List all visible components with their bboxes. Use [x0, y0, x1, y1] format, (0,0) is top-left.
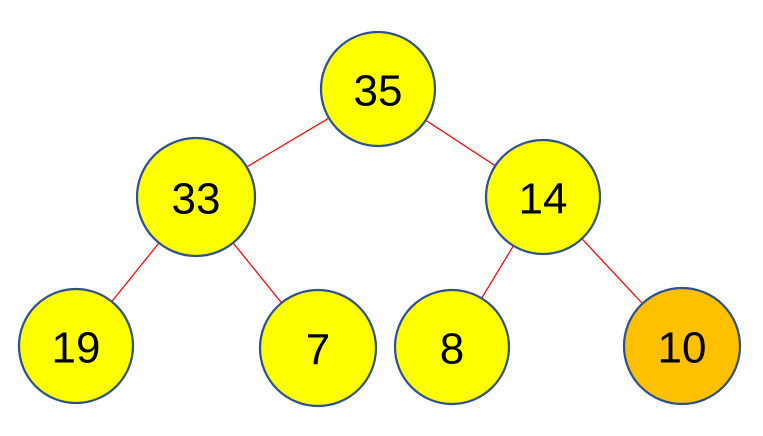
tree-node-35: 35 — [319, 30, 437, 148]
tree-node-14: 14 — [484, 138, 602, 256]
tree-node-10: 10 — [622, 286, 742, 406]
tree-node-8: 8 — [393, 288, 511, 406]
node-circle — [393, 288, 511, 406]
tree-node-33: 33 — [135, 136, 257, 258]
node-circle — [135, 136, 257, 258]
tree-node-7: 7 — [258, 288, 378, 408]
node-circle — [319, 30, 437, 148]
node-circle — [484, 138, 602, 256]
node-circle — [17, 287, 135, 405]
node-circle — [258, 288, 378, 408]
tree-node-19: 19 — [17, 287, 135, 405]
node-circle-highlighted — [622, 286, 742, 406]
